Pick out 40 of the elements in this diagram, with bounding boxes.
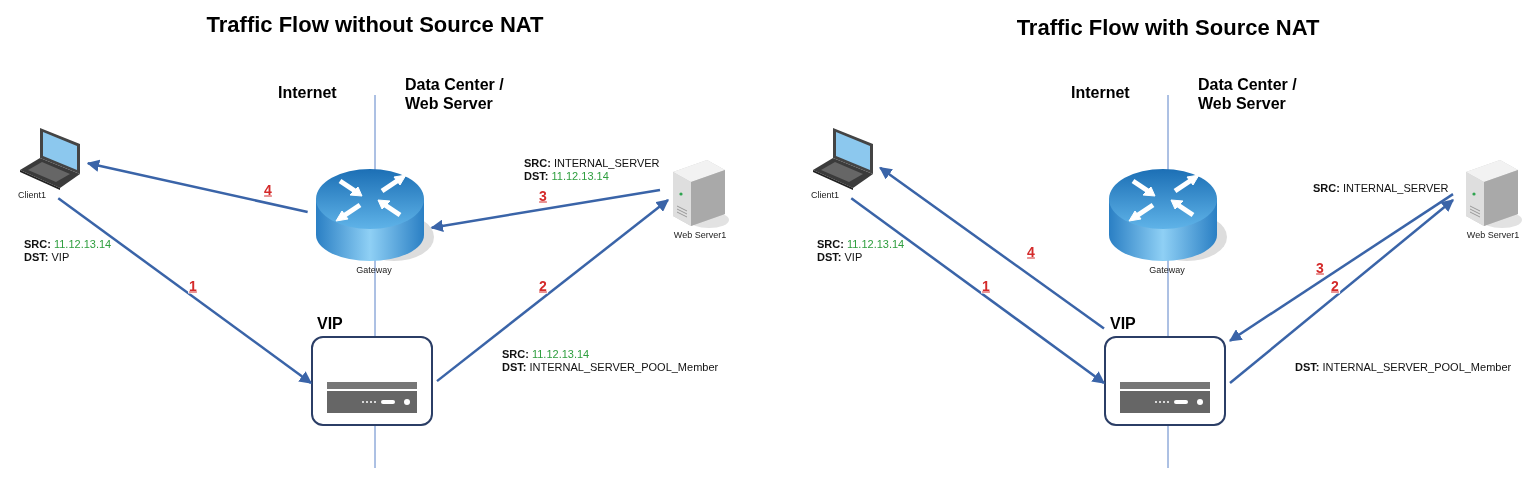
packet-header-note: DST: INTERNAL_SERVER_POOL_Member [1295,361,1512,374]
zone-label: Data Center / Web Server [1198,75,1298,113]
packet-header-note: DST: VIP [24,251,70,264]
step-number: 2 [538,278,548,294]
step-number: 1 [981,278,991,294]
node-heading: VIP [1110,314,1136,334]
packet-header-note: DST: 11.12.13.14 [524,170,609,183]
packet-header-note: SRC: 11.12.13.14 [817,238,905,251]
arrow [850,197,1105,384]
panel-title: Traffic Flow without Source NAT [205,12,545,38]
step-number: 3 [1315,260,1325,276]
step-number: 4 [263,182,273,198]
arrow [430,188,661,233]
arrow [1228,193,1454,342]
step-number: 4 [1026,244,1036,260]
node-caption: Gateway [1149,265,1185,276]
packet-header-note: SRC: INTERNAL_SERVER [1313,182,1449,195]
step-number: 2 [1330,278,1340,294]
panel-title: Traffic Flow with Source NAT [1015,15,1321,41]
arrow [86,159,308,214]
arrow [879,166,1105,330]
step-number: 1 [188,278,198,294]
node-caption: Web Server1 [673,230,727,241]
packet-header-note: DST: INTERNAL_SERVER_POOL_Member [502,361,719,374]
zone-label: Internet [1071,83,1131,102]
zone-label: Data Center / Web Server [405,75,505,113]
arrow [436,199,669,383]
arrow [1229,199,1454,384]
packet-header-note: SRC: INTERNAL_SERVER [524,157,660,170]
packet-header-note: SRC: 11.12.13.14 [24,238,112,251]
step-number: 3 [538,188,548,204]
arrow [57,197,312,384]
node-heading: VIP [317,314,343,334]
node-caption: Client1 [811,190,839,201]
node-caption: Client1 [18,190,46,201]
zone-label: Internet [278,83,338,102]
packet-header-note: SRC: 11.12.13.14 [502,348,590,361]
node-caption: Gateway [356,265,392,276]
packet-header-note: DST: VIP [817,251,863,264]
node-caption: Web Server1 [1466,230,1520,241]
